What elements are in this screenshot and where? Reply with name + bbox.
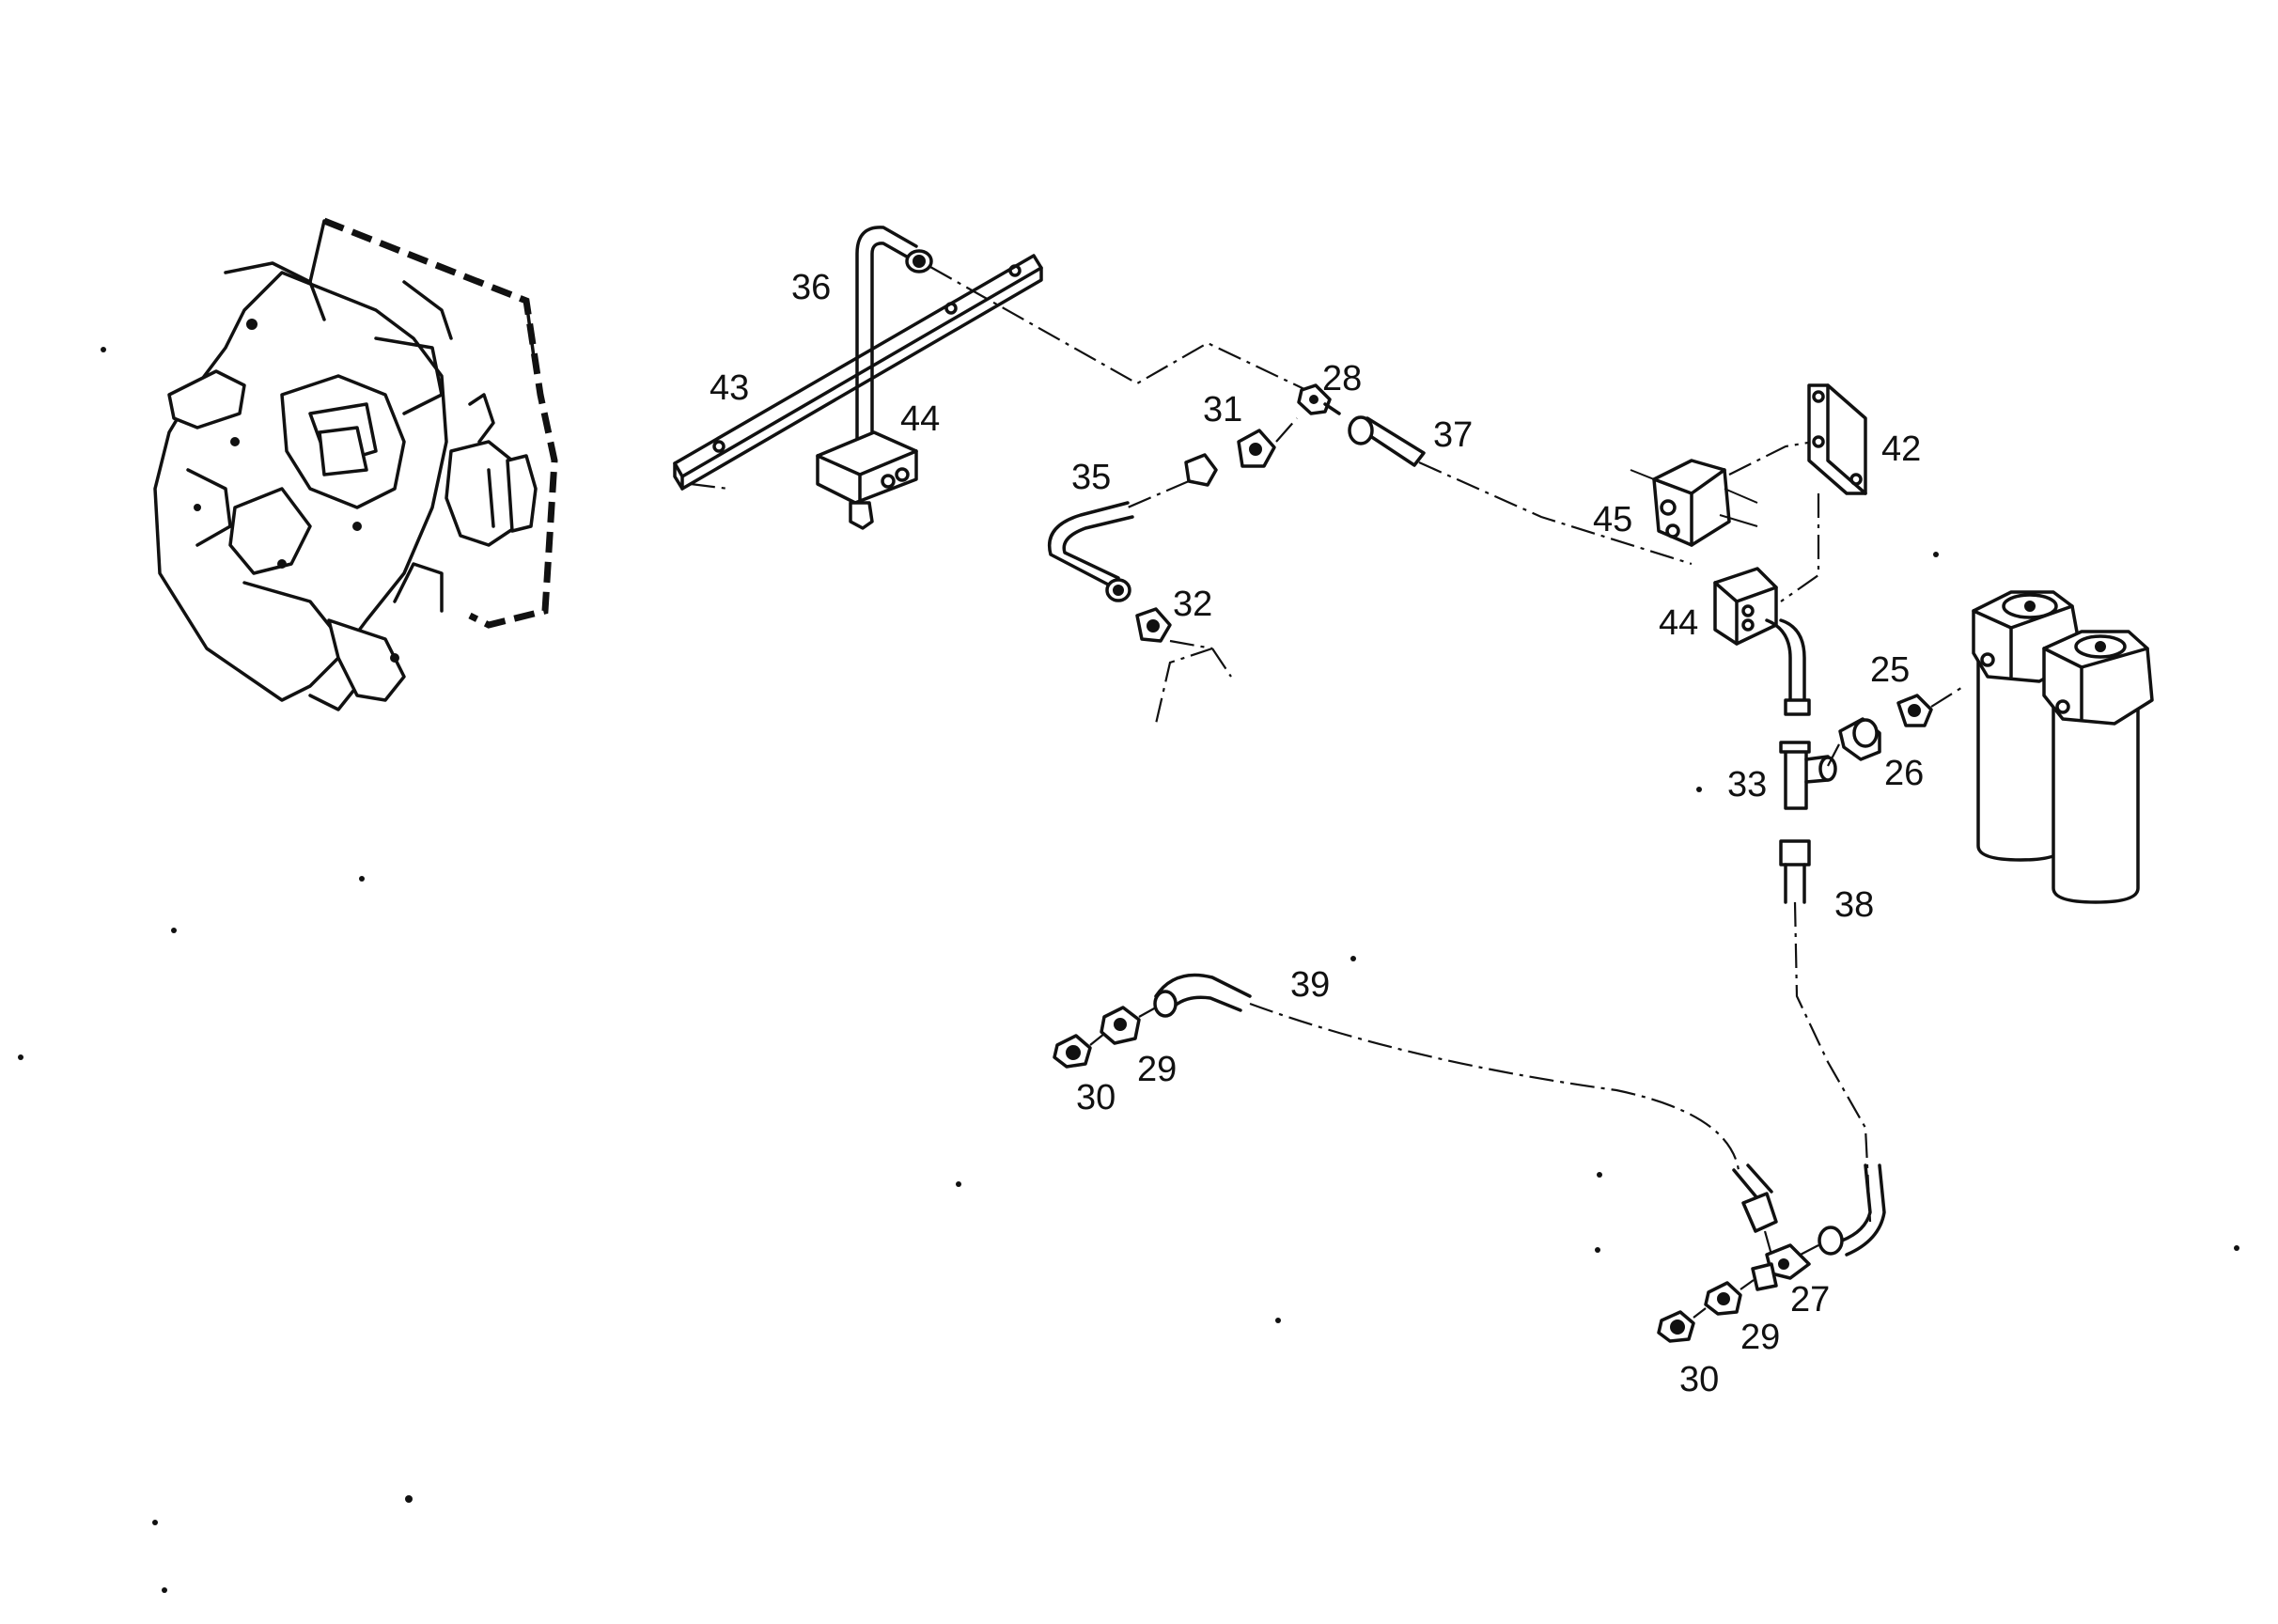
fitting-31 — [1237, 417, 1298, 468]
callout-33: 33 — [1727, 765, 1767, 804]
plate-42 — [1780, 383, 1867, 602]
tee-fitting-27 — [1751, 1243, 1811, 1291]
callout-39: 39 — [1290, 965, 1330, 1005]
callout-29-upper: 29 — [1137, 1050, 1177, 1089]
callout-43: 43 — [710, 368, 749, 408]
callout-44-left: 44 — [900, 399, 940, 439]
pipe-35 — [1048, 501, 1134, 602]
callout-29-lower: 29 — [1740, 1318, 1780, 1357]
callout-35: 35 — [1071, 458, 1111, 497]
fitting-31-sleeve — [1127, 453, 1218, 509]
valve-45 — [1630, 440, 1815, 547]
callout-42: 42 — [1881, 429, 1921, 469]
fitting-26 — [1827, 717, 1881, 767]
callout-25: 25 — [1870, 650, 1910, 690]
fitting-29-lower — [1704, 1279, 1755, 1316]
callout-30-lower: 30 — [1679, 1360, 1719, 1399]
clamp-block-44-right — [1713, 567, 1811, 716]
nipple-38 — [1779, 839, 1872, 1223]
fitting-32 — [1135, 607, 1232, 725]
scan-specks — [18, 347, 2239, 1593]
callout-44-right: 44 — [1659, 603, 1698, 643]
fitting-30-lower — [1657, 1307, 1707, 1343]
pipe-36 — [855, 226, 1307, 458]
callout-36: 36 — [791, 268, 831, 307]
tee-fitting-28 — [1297, 383, 1341, 415]
clamp-block-44-left — [816, 430, 918, 530]
callout-31: 31 — [1203, 390, 1242, 429]
twin-filter-housings — [1972, 590, 2154, 904]
callout-26: 26 — [1884, 754, 1924, 793]
callout-28: 28 — [1322, 359, 1362, 398]
transmission-assembly — [153, 217, 558, 711]
callout-37: 37 — [1433, 415, 1473, 455]
hose-39 — [1153, 973, 1740, 1171]
nipple-37 — [1348, 415, 1693, 566]
fitting-25 — [1896, 685, 1965, 727]
tee-fitting-33 — [1779, 741, 1837, 810]
lower-hose-ends — [1732, 1163, 1886, 1258]
callout-27: 27 — [1790, 1280, 1830, 1320]
callout-32: 32 — [1173, 585, 1212, 624]
fitting-29-upper — [1100, 1006, 1157, 1045]
fitting-30-upper — [1053, 1033, 1105, 1069]
callout-38: 38 — [1834, 885, 1874, 925]
callout-30-upper: 30 — [1076, 1078, 1116, 1117]
callout-45: 45 — [1593, 500, 1632, 539]
